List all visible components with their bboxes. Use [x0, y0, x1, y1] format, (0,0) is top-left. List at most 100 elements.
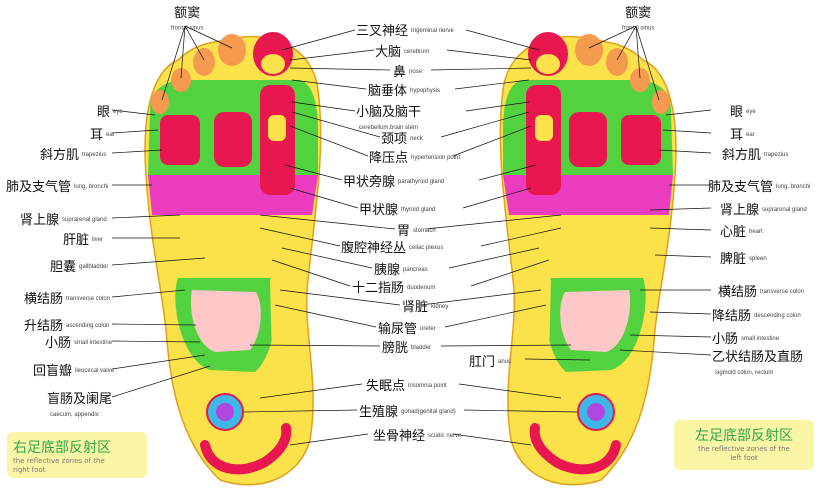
label-zh: 乙状结肠及直肠 — [712, 350, 804, 365]
label-en: trapezius — [82, 151, 107, 158]
label-zh: 坐骨神经 — [373, 429, 426, 444]
label-en: bladder — [411, 344, 432, 351]
label-en: heart — [749, 228, 763, 235]
label-en: sigmoid colon, rectum — [715, 369, 774, 376]
label-zh: 额窦 — [174, 6, 201, 21]
label-zh: 肾脏 — [402, 300, 429, 315]
label-en: lung, bronchi — [74, 183, 109, 190]
label-zh: 甲状旁腺 — [343, 175, 396, 190]
caption-subtitle: the reflective zones of the — [13, 457, 105, 465]
label-zh: 输尿管 — [378, 322, 418, 337]
label-zh: 肺及支气管 — [708, 180, 774, 195]
label-zh: 心脏 — [720, 225, 747, 240]
label-en: celiac plexus — [409, 244, 444, 251]
label-zh: 降压点 — [369, 151, 409, 166]
label-zh: 腹腔神经丛 — [341, 241, 407, 256]
label-en: frontal sinus — [171, 25, 204, 32]
label-zh: 脾脏 — [720, 252, 747, 267]
label-en: ascending colon — [66, 322, 110, 329]
label-zh: 膀胱 — [382, 341, 409, 356]
label-zh: 回盲瓣 — [33, 364, 73, 379]
label-en: caecum, appendix — [50, 411, 99, 418]
label-zh: 肺及支气管 — [6, 180, 72, 195]
caption-title: 左足底部反射区 — [695, 428, 793, 444]
label-zh: 胆囊 — [50, 260, 77, 275]
label-en: hypophysis — [410, 87, 441, 94]
label-en: neck — [410, 135, 423, 142]
label-zh: 甲状腺 — [359, 203, 399, 218]
label-en: kidney — [431, 303, 449, 310]
label-zh: 生殖腺 — [359, 405, 399, 420]
label-zh: 横结肠 — [718, 285, 758, 300]
label-zh: 胰腺 — [374, 263, 401, 278]
label-en: ureter — [420, 325, 436, 332]
label-zh: 肛门 — [469, 355, 496, 370]
label-en: ear — [746, 131, 755, 138]
label-zh: 肾上腺 — [720, 203, 760, 218]
caption-subtitle: right foot — [13, 466, 46, 474]
label-zh: 斜方肌 — [722, 148, 762, 163]
label-sigmoid-colon-rectum: 乙状结肠及直肠 sigmoid colon, rectum — [712, 348, 803, 380]
label-en: hypertension point — [411, 154, 461, 161]
label-en: gallbladder — [79, 263, 109, 270]
label-zh: 升结肠 — [24, 319, 64, 334]
label-zh: 斜方肌 — [40, 148, 80, 163]
label-zh: 小肠 — [712, 332, 739, 347]
label-en: lung, bronchi — [776, 183, 811, 190]
label-en: ear — [106, 131, 115, 138]
label-en: suprarenal gland — [762, 206, 807, 213]
label-zh: 耳 — [730, 128, 744, 143]
caption-subtitle: the reflective zones of the — [698, 445, 790, 453]
label-en: insomnia point — [408, 382, 447, 389]
label-en: liver — [92, 236, 104, 243]
label-en: transverse colon — [66, 295, 111, 302]
label-en: parathyroid gland — [398, 178, 445, 185]
label-zh: 降结肠 — [712, 309, 752, 324]
label-zh: 额窦 — [625, 6, 652, 21]
label-zh: 肝脏 — [63, 233, 90, 248]
label-en: eye — [746, 108, 756, 115]
label-en: cerebrum — [404, 48, 430, 55]
label-en: ileocecal valve — [75, 367, 115, 374]
label-zh: 小脑及脑干 — [356, 105, 422, 120]
label-en: trapezius — [764, 151, 789, 158]
label-zh: 十二指肠 — [352, 281, 405, 296]
label-en: transverse colon — [760, 288, 805, 295]
label-en: nose — [409, 68, 423, 75]
label-zh: 横结肠 — [24, 292, 64, 307]
label-zh: 耳 — [90, 128, 104, 143]
caption-title: 右足底部反射区 — [13, 440, 111, 456]
label-en: suprarenal gland — [62, 216, 107, 223]
